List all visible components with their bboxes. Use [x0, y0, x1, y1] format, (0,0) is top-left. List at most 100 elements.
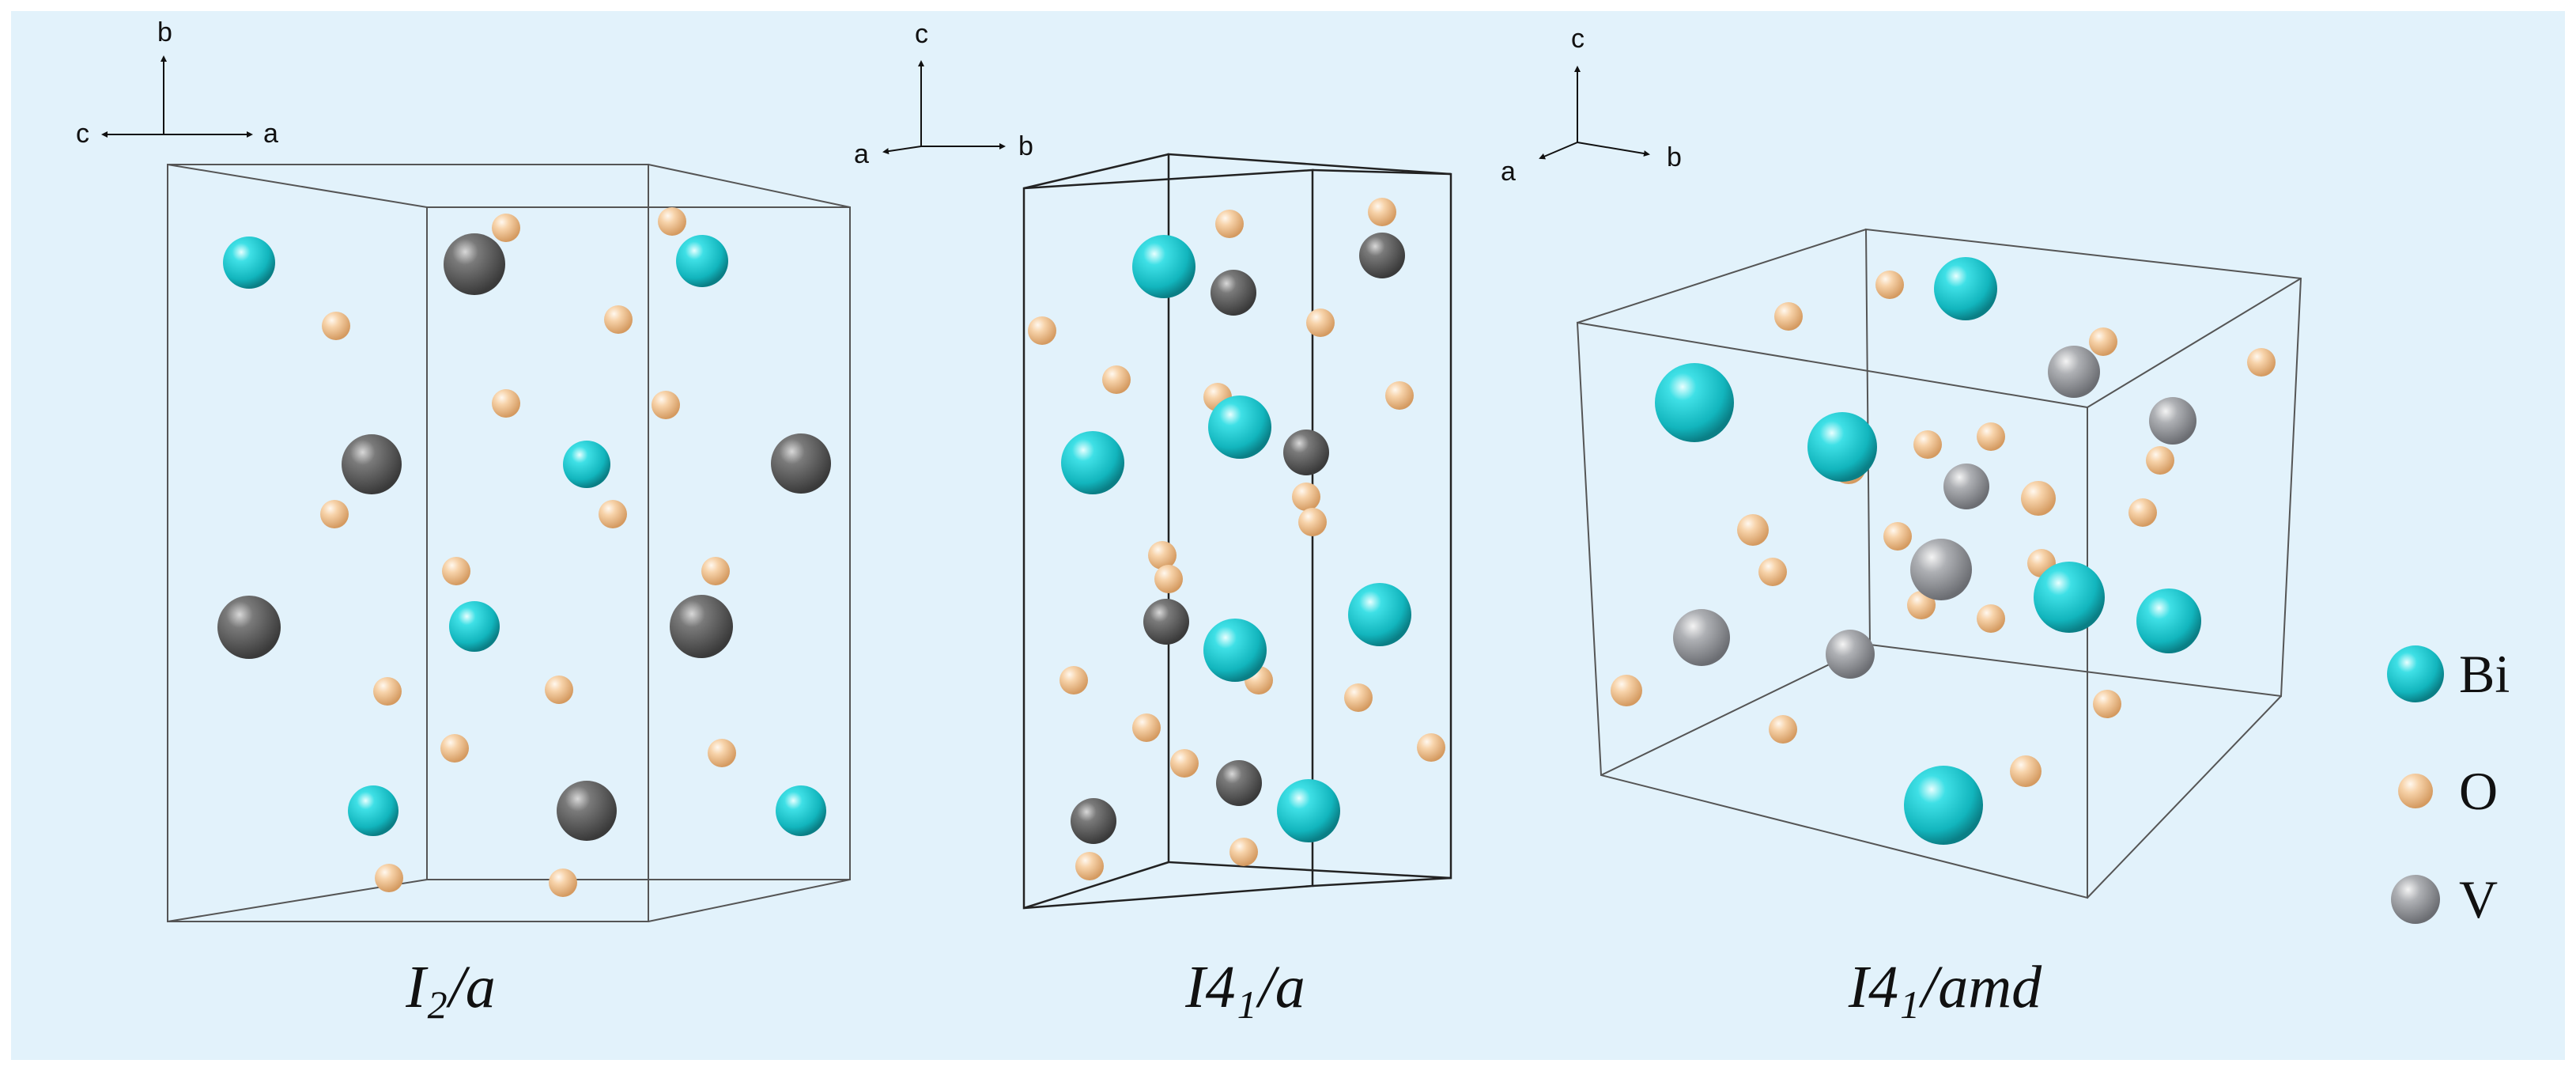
bi-atom: [1655, 363, 1734, 442]
legend-bi-swatch: [2387, 645, 2444, 702]
o-atom: [1306, 308, 1335, 337]
v-atom: [1826, 630, 1875, 679]
axis-triad-structure-3: [1539, 66, 1650, 160]
o-atom: [1344, 683, 1373, 712]
o-atom: [1737, 514, 1769, 546]
o-atom: [1215, 210, 1244, 238]
bi-atom: [776, 785, 826, 836]
bi-atom: [676, 235, 728, 287]
o-atom: [1758, 558, 1787, 586]
o-atom: [2247, 348, 2276, 377]
structure-i41amd-cell-box: [1576, 228, 2302, 899]
v-atom: [1943, 464, 1989, 509]
v-atom: [217, 596, 281, 659]
o-atom: [1298, 508, 1327, 536]
structure-label-i41amd: I41/amd: [1848, 954, 2042, 1027]
axis-label-s3-up: c: [1571, 24, 1585, 54]
o-atom: [604, 305, 633, 334]
axis-triad-structure-2: [882, 60, 1006, 155]
bi-atom: [1203, 619, 1267, 682]
axis-label-s2-right: b: [1018, 131, 1033, 161]
structure-i2a-cell-box: [167, 164, 851, 922]
o-atom: [492, 389, 520, 418]
structure-i41amd-atoms: [1611, 257, 2276, 845]
o-atom: [2089, 327, 2117, 356]
legend-label-bi: Bi: [2459, 644, 2510, 704]
bi-atom: [1807, 412, 1877, 482]
o-atom: [1154, 565, 1183, 593]
o-atom: [1977, 604, 2005, 633]
o-atom: [1875, 271, 1904, 299]
o-atom: [1769, 715, 1797, 744]
axis-label-s1-right: a: [263, 119, 278, 149]
o-atom: [1148, 541, 1177, 570]
bi-atom: [223, 237, 275, 289]
structure-label-i41a: I41/a: [1185, 954, 1305, 1027]
o-atom: [1417, 733, 1445, 762]
v-atom: [670, 595, 733, 658]
o-atom: [1292, 483, 1320, 511]
figure-background: [11, 11, 2565, 1060]
o-atom: [658, 207, 686, 236]
v-atom: [1211, 270, 1256, 316]
axis-label-s3-left: a: [1501, 157, 1516, 187]
bi-atom: [1132, 235, 1195, 298]
bi-atom: [1904, 766, 1983, 845]
o-atom: [1102, 365, 1131, 394]
axis-triad-structure-1: [101, 55, 253, 138]
v-atom: [771, 433, 831, 494]
bi-atom: [1277, 779, 1340, 842]
axis-label-s1-left: c: [76, 119, 89, 149]
o-atom: [545, 676, 573, 704]
bi-atom: [2136, 588, 2201, 653]
o-atom: [652, 391, 680, 419]
o-atom: [2146, 446, 2174, 475]
o-atom: [1883, 522, 1912, 551]
o-atom: [442, 557, 470, 585]
v-atom: [2048, 346, 2100, 398]
o-atom: [1170, 749, 1199, 778]
structure-i41a-atoms: [1028, 198, 1445, 880]
o-atom: [549, 869, 577, 897]
o-atom: [1977, 422, 2005, 451]
bi-atom: [2034, 562, 2105, 633]
o-atom: [701, 557, 730, 585]
o-atom: [373, 677, 402, 706]
axis-label-s2-left: a: [854, 139, 869, 169]
o-atom: [1059, 666, 1088, 694]
v-atom: [1283, 430, 1329, 475]
v-atom: [557, 781, 617, 841]
v-atom: [342, 434, 402, 494]
legend-label-o: O: [2459, 761, 2499, 821]
structure-i2a-atoms: [217, 207, 831, 897]
o-atom: [2128, 498, 2157, 527]
structure-label-i2a: I2/a: [406, 954, 496, 1027]
o-atom: [1774, 302, 1803, 331]
bi-atom: [1061, 431, 1124, 494]
o-atom: [375, 864, 403, 892]
o-atom: [320, 500, 349, 528]
o-atom: [599, 500, 627, 528]
v-atom: [1216, 760, 1262, 806]
o-atom: [1611, 675, 1642, 706]
o-atom: [1229, 838, 1258, 866]
o-atom: [708, 739, 736, 767]
o-atom: [492, 214, 520, 242]
legend-label-v: V: [2459, 869, 2499, 929]
o-atom: [322, 312, 350, 340]
o-atom: [1913, 430, 1942, 459]
o-atom: [440, 734, 469, 763]
v-atom: [1143, 599, 1189, 645]
o-atom: [2021, 481, 2056, 516]
v-atom: [1910, 539, 1972, 600]
o-atom: [1907, 591, 1936, 619]
o-atom: [1368, 198, 1396, 226]
bi-atom: [449, 601, 500, 652]
o-atom: [1385, 381, 1414, 410]
o-atom: [1132, 713, 1161, 742]
legend-o-swatch: [2398, 774, 2433, 808]
bi-atom: [563, 441, 610, 488]
v-atom: [1071, 798, 1116, 844]
bi-atom: [348, 785, 398, 836]
